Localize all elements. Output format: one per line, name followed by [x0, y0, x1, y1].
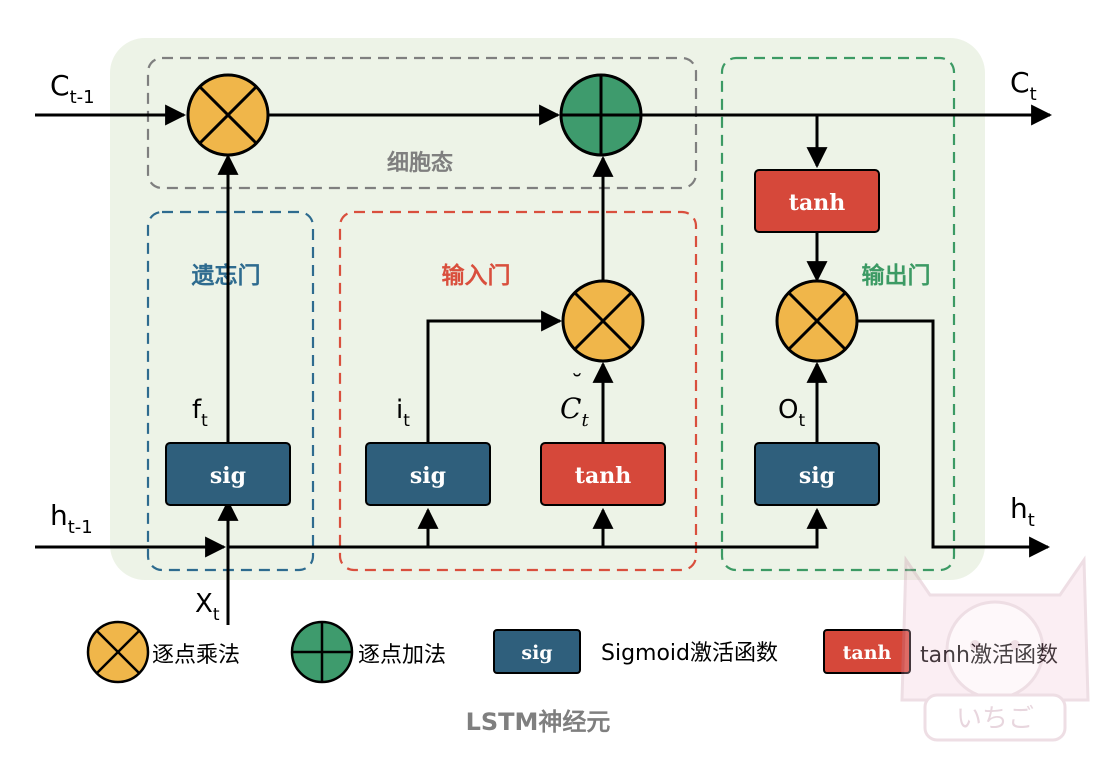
legend-add-icon	[290, 620, 354, 684]
legend-sig-box: sig	[493, 629, 581, 674]
svg-text:Ct: Ct	[560, 392, 589, 431]
legend-sig-desc: Sigmoid激活函数	[601, 641, 778, 666]
input-tanh-label: tanh	[575, 463, 631, 489]
c-prev-label: Ct-1	[50, 69, 95, 108]
legend-sig-box-label: sig	[521, 642, 552, 664]
f-label: ft	[192, 395, 208, 431]
x-in-label: Xt	[195, 589, 220, 625]
legend-add-label: 逐点加法	[358, 643, 446, 668]
legend-tanh-box: tanh	[823, 629, 911, 674]
forget-sig-label: sig	[210, 463, 246, 489]
watermark-text: いちご	[956, 704, 1034, 734]
h-out-line	[858, 319, 1051, 558]
cell-state-box	[146, 56, 698, 190]
output-gate-title: 输出门	[862, 262, 931, 289]
legend-multiply-icon	[86, 620, 150, 684]
input-sig-box: sig	[365, 442, 491, 506]
forget-gate-box	[146, 210, 315, 572]
output-sig-label: sig	[799, 463, 835, 489]
legend-tanh-desc: tanh激活函数	[920, 643, 1058, 668]
watermark-logo: いちご	[900, 555, 1090, 742]
output-multiply-op	[775, 279, 859, 363]
connections	[35, 104, 1053, 625]
forget-multiply-op	[186, 73, 270, 157]
input-tanh-box: tanh	[540, 442, 666, 506]
output-sig-box: sig	[754, 442, 880, 506]
output-gate-box	[720, 56, 956, 572]
input-gate-box	[338, 210, 698, 572]
c-out-label: Ct	[1010, 66, 1037, 105]
i-label: it	[396, 395, 410, 431]
h-out-label: ht	[1010, 492, 1035, 531]
input-sig-label: sig	[410, 463, 446, 489]
cell-add-op	[559, 73, 643, 157]
legend-tanh-box-label: tanh	[843, 642, 892, 664]
h-line-2	[228, 507, 828, 549]
legend-multiply-label: 逐点乘法	[152, 643, 240, 668]
cell-state-title: 细胞态	[387, 150, 453, 176]
input-gate-title: 输入门	[442, 262, 511, 289]
h-prev-label: ht-1	[50, 499, 93, 538]
c-tilde-accent: ˘	[571, 370, 583, 398]
i-to-multiply	[426, 310, 563, 443]
c-tilde-label: ˘ Ct	[560, 370, 589, 431]
input-multiply-op	[561, 279, 645, 363]
output-tanh-label: tanh	[789, 190, 845, 216]
output-tanh-box: tanh	[754, 169, 880, 233]
legend: 逐点乘法 逐点加法 sig Sigmoid激活函数 tanh tanh激活函数	[86, 620, 1058, 684]
o-label: Ot	[778, 395, 805, 431]
forget-sig-box: sig	[165, 442, 291, 506]
caption: LSTM神经元	[466, 708, 611, 736]
forget-gate-title: 遗忘门	[191, 262, 261, 289]
